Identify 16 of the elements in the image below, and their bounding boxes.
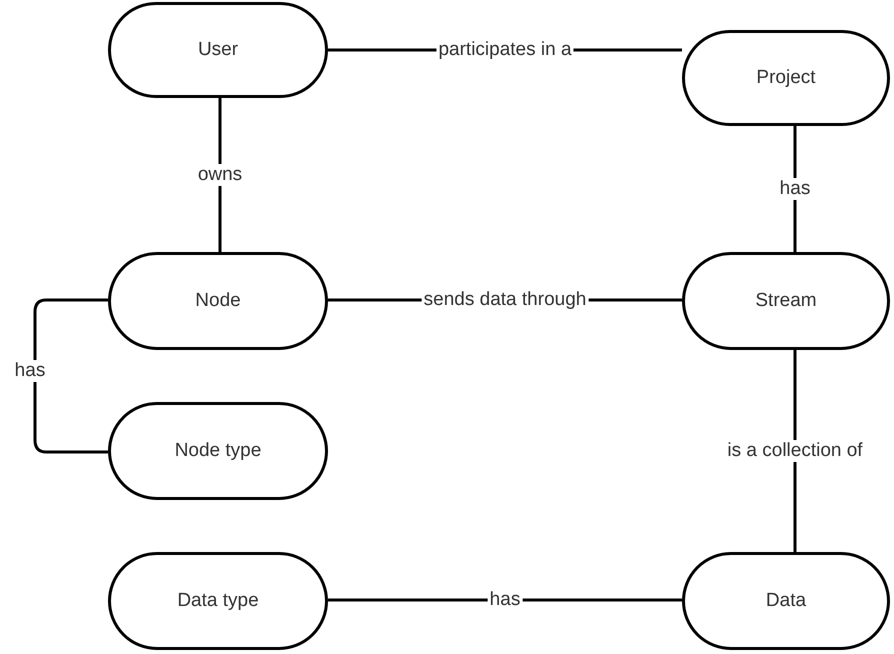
edge-label: sends data through — [422, 289, 588, 311]
edge-label: owns — [196, 164, 244, 186]
node-label: Node — [195, 290, 241, 312]
edge-label: participates in a — [436, 39, 574, 61]
node-label: Stream — [755, 290, 817, 312]
node-label: Data type — [177, 590, 259, 612]
connector-line — [218, 98, 222, 252]
node-label: User — [198, 39, 238, 61]
node-label: Data — [766, 590, 806, 612]
connector-line — [328, 598, 682, 602]
node-label: Node type — [174, 440, 262, 462]
connector-line — [34, 298, 108, 454]
connector-line — [794, 350, 796, 552]
edge-label: has — [12, 360, 48, 382]
edge-label: has — [778, 178, 812, 200]
node-label: Project — [756, 67, 816, 89]
